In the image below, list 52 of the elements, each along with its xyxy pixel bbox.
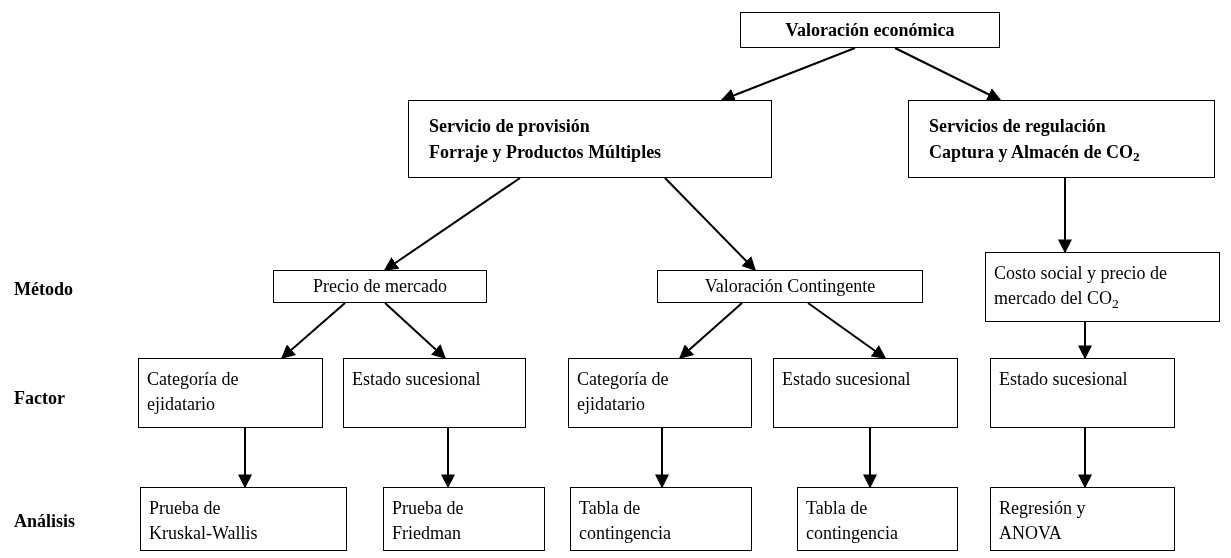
arrow bbox=[720, 47, 856, 102]
process-box bbox=[570, 487, 752, 551]
box-text: Valoración Contingente bbox=[704, 275, 876, 298]
process-box bbox=[273, 270, 487, 303]
arrow bbox=[280, 302, 346, 359]
box-text: Tabla de contingencia bbox=[579, 497, 672, 546]
arrow bbox=[1078, 321, 1092, 360]
box-text: Precio de mercado bbox=[313, 275, 447, 298]
arrow bbox=[1078, 427, 1092, 489]
row-label: Factor bbox=[14, 387, 65, 410]
process-box bbox=[908, 100, 1215, 178]
box-text: Prueba de Friedman bbox=[392, 497, 465, 546]
process-box bbox=[773, 358, 958, 428]
box-text: Valoración económica bbox=[785, 18, 955, 42]
process-box bbox=[657, 270, 923, 303]
process-box bbox=[990, 487, 1175, 551]
arrow bbox=[1058, 177, 1072, 254]
process-box bbox=[985, 252, 1220, 322]
box-text: Forraje y Productos Múltiples bbox=[429, 141, 662, 164]
arrow bbox=[655, 427, 669, 489]
box-text: Estado sucesional bbox=[782, 368, 911, 391]
arrow bbox=[238, 427, 252, 489]
arrow bbox=[807, 302, 887, 359]
process-box bbox=[568, 358, 752, 428]
box-text: Servicios de regulación bbox=[929, 114, 1106, 138]
arrow bbox=[678, 302, 743, 359]
box-text: Categoría de ejidatario bbox=[147, 368, 240, 417]
box-text: Estado sucesional bbox=[999, 368, 1128, 391]
box-text: Estado sucesional bbox=[352, 368, 481, 391]
process-box bbox=[138, 358, 323, 428]
box-text: Categoría de ejidatario bbox=[577, 368, 670, 417]
process-box bbox=[140, 487, 347, 551]
arrow bbox=[863, 427, 877, 489]
row-label: Método bbox=[14, 278, 73, 301]
box-text: Tabla de contingencia bbox=[806, 497, 899, 546]
process-box bbox=[343, 358, 526, 428]
arrow bbox=[441, 427, 455, 489]
box-text: Costo social y precio de mercado del CO$_{2}$ bbox=[994, 262, 1168, 312]
box-text: Prueba de Kruskal-Wallis bbox=[149, 497, 259, 546]
process-box bbox=[990, 358, 1175, 428]
process-box bbox=[408, 100, 772, 178]
arrow bbox=[383, 177, 521, 271]
process-box bbox=[383, 487, 545, 551]
process-box bbox=[740, 12, 1000, 48]
box-text: Servicio de provisión bbox=[429, 114, 590, 138]
box-text: Captura y Almacén de CO$_{2}$ bbox=[929, 141, 1140, 166]
box-text: Regresión y ANOVA bbox=[999, 497, 1087, 546]
row-label: Análisis bbox=[14, 510, 76, 533]
arrow bbox=[894, 47, 1002, 101]
arrow bbox=[664, 177, 756, 271]
process-box bbox=[797, 487, 958, 551]
arrow bbox=[384, 302, 447, 359]
